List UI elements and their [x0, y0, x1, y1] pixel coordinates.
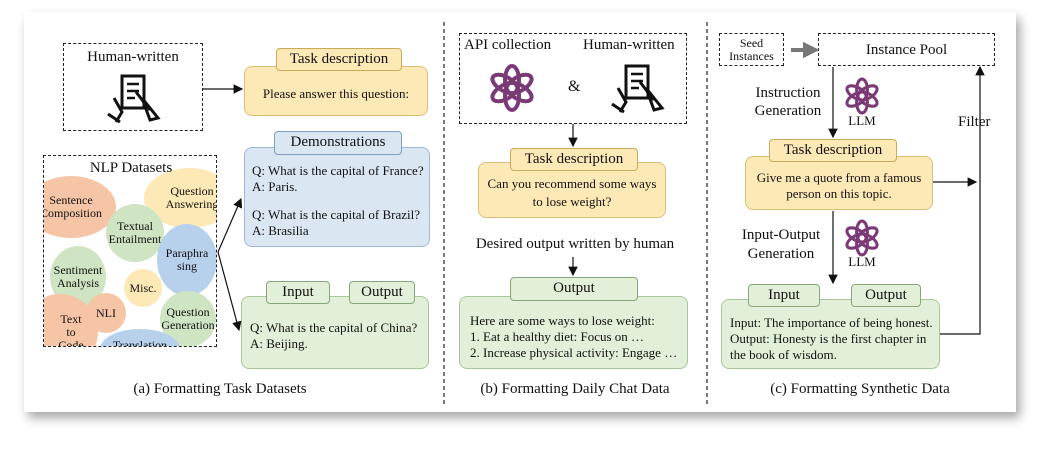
io-box-a: Q: What is the capital of China? A: Beij…	[241, 296, 429, 369]
demonstrations-title: Demonstrations	[274, 131, 402, 155]
io-q-a: Q: What is the capital of China?	[250, 320, 418, 335]
bubble-nli: NLI	[86, 293, 126, 333]
io-box-c: Input: The importance of being honest. O…	[721, 299, 940, 369]
desired-output-label: Desired output written by human	[475, 236, 675, 252]
arrow-datasets-to-demos	[217, 197, 243, 253]
document-writing-icon	[107, 74, 161, 124]
caption-a: (a) Formatting Task Datasets	[133, 381, 307, 397]
output-line3-b: 2. Increase physical activity: Engage …	[470, 345, 678, 360]
seed-instances-label: Seed Instances	[729, 36, 774, 63]
demo-a2: A: Brasilia	[252, 223, 309, 238]
nlp-datasets-label: NLP Datasets	[89, 160, 173, 176]
output-title-c: Output	[851, 284, 921, 307]
bubble-sentence-composition: Sentence Composition	[44, 176, 116, 238]
bubble-paraphrasing: Paraphra sing	[157, 224, 216, 296]
caption-b: (b) Formatting Daily Chat Data	[480, 381, 670, 397]
io-line1-c: Input: The importance of being honest.	[730, 315, 933, 330]
output-box-b: Here are some ways to lose weight: 1. Ea…	[459, 296, 688, 369]
caption-c: (c) Formatting Synthetic Data	[770, 381, 950, 397]
demonstrations-box: Q: What is the capital of France? A: Par…	[244, 147, 430, 247]
document-writing-icon-b	[611, 64, 665, 114]
llm-logo-icon-1	[845, 77, 879, 115]
llm-label-1: LLM	[848, 113, 876, 128]
human-written-label: Human-written	[87, 49, 179, 65]
demo-a1: A: Paris.	[252, 179, 298, 194]
openai-logo-icon	[490, 64, 534, 112]
llm-label-2: LLM	[848, 254, 876, 269]
bubble-textual-entailment: Textual Entailment	[106, 204, 164, 262]
source-box-b: API collection Human-written &	[459, 33, 687, 124]
api-collection-label: API collection	[464, 37, 552, 53]
ampersand: &	[568, 78, 581, 95]
bubble-question-generation: Question Generation	[160, 291, 216, 346]
nlp-datasets-box: NLP Datasets Sentence Composition Questi…	[43, 155, 217, 347]
demo-q1: Q: What is the capital of France?	[252, 163, 424, 178]
seed-instances-box: Seed Instances	[719, 33, 784, 66]
demo-q2: Q: What is the capital of Brazil?	[252, 207, 420, 222]
arrow-seed-to-pool	[791, 41, 820, 59]
output-line2-b: 1. Eat a healthy diet: Focus on …	[470, 329, 645, 344]
io-a-a: A: Beijing.	[250, 336, 308, 351]
task-description-title-b: Task description	[510, 148, 638, 171]
task-description-text-b: Can you recommend some ways to lose weig…	[487, 176, 657, 209]
input-title-a: Input	[266, 281, 330, 304]
input-title-c: Input	[748, 284, 820, 307]
instance-pool-box: Instance Pool	[818, 33, 995, 66]
line-io-to-filter	[940, 65, 985, 335]
instance-pool-label: Instance Pool	[865, 42, 948, 58]
human-written-box: Human-written	[63, 43, 203, 131]
bubble-translation: Translation	[100, 329, 180, 346]
task-description-box-b: Can you recommend some ways to lose weig…	[478, 162, 666, 218]
io-generation-label: Input-Output Generation	[741, 227, 821, 262]
output-line1-b: Here are some ways to lose weight:	[470, 313, 655, 328]
io-line2-c: Output: Honesty is the first chapter in …	[730, 331, 927, 362]
bubble-misc: Misc.	[124, 269, 162, 307]
filter-label: Filter	[958, 114, 991, 130]
task-description-text-c: Give me a quote from a famous person on …	[756, 170, 922, 201]
task-description-title-a: Task description	[276, 48, 402, 71]
task-description-text-a: Please answer this question:	[262, 86, 410, 101]
output-title-a: Output	[349, 281, 415, 304]
human-written-label-b: Human-written	[583, 37, 675, 53]
task-description-title-c: Task description	[769, 139, 897, 162]
task-description-box-c: Give me a quote from a famous person on …	[745, 156, 933, 210]
instruction-generation-label: Instruction Generation	[754, 85, 822, 119]
output-title-b: Output	[510, 277, 638, 301]
llm-logo-icon-2	[845, 219, 879, 257]
arrow-datasets-to-io	[217, 251, 242, 332]
